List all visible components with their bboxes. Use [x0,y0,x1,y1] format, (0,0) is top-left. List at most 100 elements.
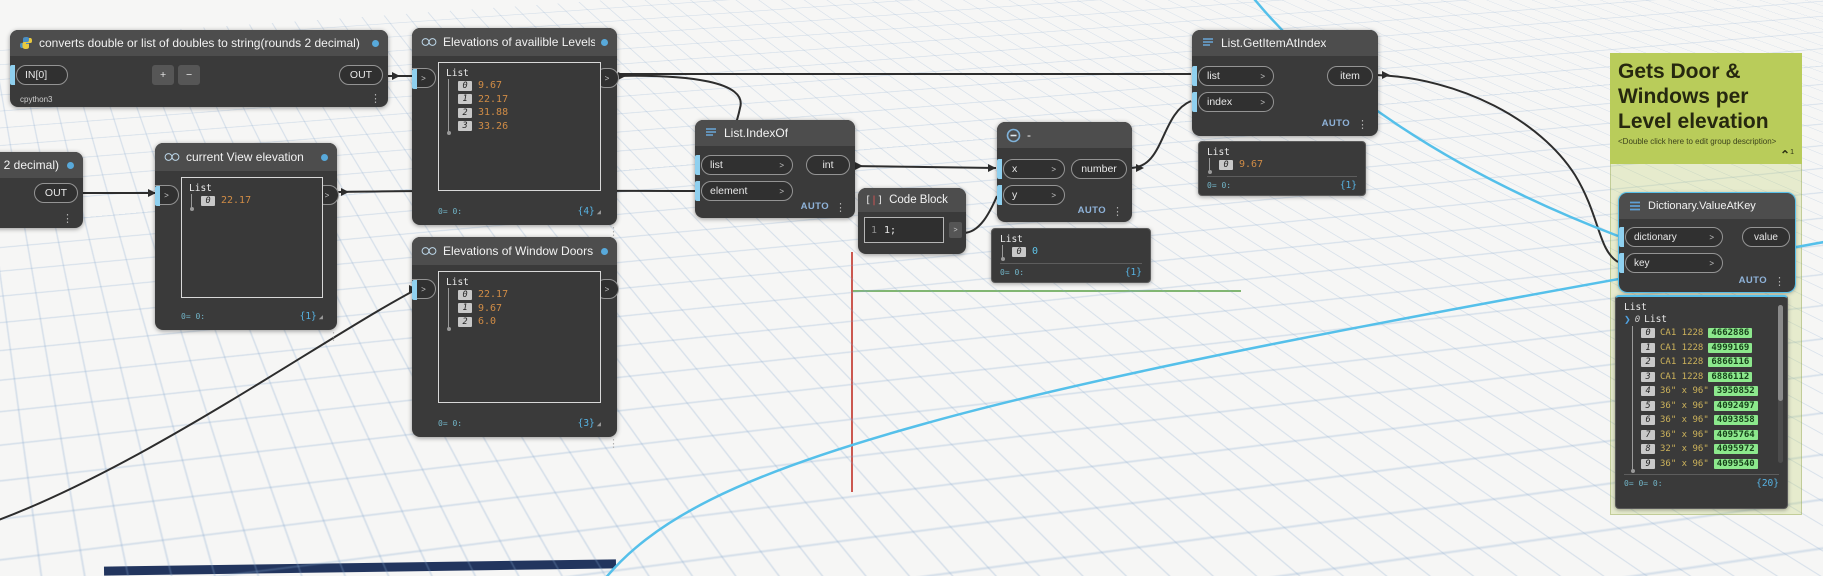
node-menu-icon[interactable]: ⋮ [608,438,619,450]
node-menu-icon[interactable]: ⋮ [835,202,846,214]
node-menu-icon[interactable]: ⋮ [370,93,381,105]
preview-dot[interactable] [372,39,379,47]
node-menu-icon[interactable]: ⋮ [62,213,73,225]
preview-dot[interactable] [601,247,608,255]
output-port[interactable]: > [949,222,962,238]
node-list-indexof[interactable]: List.IndexOf list> element> int AUTO ⋮ [695,120,855,218]
watch-icon [421,245,437,258]
node-subtract[interactable]: - x> y> number AUTO ⋮ [997,122,1132,222]
scrollbar[interactable] [1778,305,1783,463]
group-title[interactable]: Gets Door & Windows per Level elevation [1618,60,1769,133]
node-header[interactable]: List.GetItemAtIndex [1192,30,1378,56]
python-node-partial[interactable]: s 2 decimal) OUT ⋮ [0,152,83,228]
group-description[interactable]: <Double click here to edit group descrip… [1618,137,1777,146]
list-levels[interactable]: 0= 0: [181,312,206,321]
item-count: {3} [577,418,595,429]
list-levels[interactable]: 0= 0: [438,207,463,216]
code-text[interactable]: 1; [884,224,897,236]
lacing-label[interactable]: AUTO [1077,205,1106,216]
lacing-label[interactable]: AUTO [800,201,829,212]
node-header[interactable]: s 2 decimal) [0,152,83,178]
list-levels[interactable]: 0= 0: [1000,268,1025,277]
preview-dot[interactable] [601,38,608,46]
lacing-label[interactable]: AUTO [1738,275,1767,286]
input-port-list[interactable]: list> [695,155,793,175]
output-port-number[interactable]: number [1071,159,1127,179]
input-marker [412,69,417,89]
node-header[interactable]: Elevations of availible Levels [412,28,617,56]
node-menu-icon[interactable]: ⋮ [1112,206,1123,218]
input-port-index[interactable]: index> [1192,92,1274,112]
python-node-converts[interactable]: converts double or list of doubles to st… [10,30,388,107]
input-port-dictionary[interactable]: dictionary> [1619,227,1723,247]
output-port-out[interactable]: OUT [339,65,383,85]
scrollbar-thumb[interactable] [1778,305,1783,401]
lacing-label[interactable]: AUTO [1321,118,1350,129]
resize-handle-icon[interactable]: ◢ [596,419,601,428]
input-marker [412,280,417,300]
input-port[interactable]: > [412,279,436,300]
sublist-row[interactable]: ❯ 0 List [1624,313,1779,326]
code-block-icon: [|] [865,194,884,206]
input-port-element[interactable]: element> [695,181,793,201]
output-port-int[interactable]: int [806,155,850,175]
node-header[interactable]: List.IndexOf [695,120,855,146]
node-header[interactable]: Dictionary.ValueAtKey [1619,193,1795,219]
node-header[interactable]: [|] Code Block [858,188,966,212]
engine-label[interactable]: cpython3 [20,95,53,104]
preview-footer: 0= 0: {1} [1207,176,1357,191]
list-label: List [1624,302,1647,313]
group-collapse-control[interactable]: ⌃1 [1618,147,1794,161]
input-port[interactable]: > [412,68,436,89]
list-levels[interactable]: 0= 0: [438,419,463,428]
output-port-value[interactable]: value [1742,227,1790,247]
node-dictionary-valueatkey[interactable]: Dictionary.ValueAtKey dictionary> key> v… [1618,192,1796,293]
item-count: {1} [299,311,317,322]
list-levels[interactable]: 0= 0: [1207,181,1232,190]
node-menu-icon[interactable]: ⋮ [1357,119,1368,131]
expand-chevron-icon[interactable]: ❯ [1624,315,1631,324]
watch-node-elevations-levels[interactable]: Elevations of availible Levels > > List … [412,28,619,238]
node-menu-icon[interactable]: ⋮ [1774,276,1785,288]
list-levels[interactable]: 0= 0= 0: [1624,479,1663,488]
input-port-y[interactable]: y> [997,185,1065,205]
output-port-item[interactable]: item [1327,66,1373,86]
output-port-out[interactable]: OUT [34,183,78,203]
collapse-chevron-icon[interactable]: ⌃ [1780,148,1791,162]
node-header[interactable]: current View elevation [155,143,337,171]
node-header[interactable]: - [997,122,1132,148]
preview-dot[interactable] [321,153,328,161]
preview-dot[interactable] [67,161,74,169]
remove-input-button[interactable]: − [178,65,200,85]
input-port-list[interactable]: list> [1192,66,1274,86]
input-port-key[interactable]: key> [1619,253,1723,273]
sublist-label: List [1644,314,1668,325]
preview-footer: 0= 0= 0: {20} [1624,474,1779,489]
input-label[interactable]: IN[0] [16,65,68,85]
code-editor[interactable]: 1 1; [864,217,944,243]
node-code-block[interactable]: [|] Code Block 1 1; > [858,188,966,254]
input-port[interactable]: > [155,185,179,206]
node-list-getitematindex[interactable]: List.GetItemAtIndex list> index> item AU… [1192,30,1378,136]
input-port-in0[interactable]: IN[0] [10,65,68,85]
resize-handle-icon[interactable]: ◢ [596,207,601,216]
node-header[interactable]: Elevations of Window Doors [412,237,617,265]
node-menu-icon[interactable]: ⋮ [608,226,619,238]
input-marker [1192,92,1197,112]
group-header[interactable]: Gets Door & Windows per Level elevation … [1610,53,1802,164]
node-menu-icon[interactable]: ⋮ [328,331,339,343]
resize-handle-icon[interactable]: ◢ [318,312,323,321]
node-header[interactable]: converts double or list of doubles to st… [10,30,388,56]
add-input-button[interactable]: + [152,65,174,85]
input-port-x[interactable]: x> [997,159,1065,179]
